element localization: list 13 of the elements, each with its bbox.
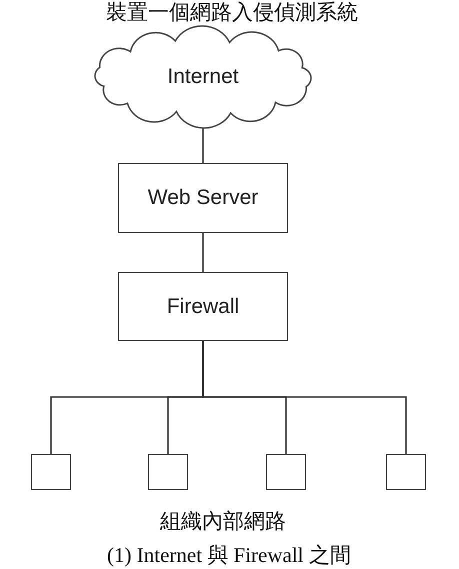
connector-line — [202, 341, 407, 454]
small-box — [148, 454, 188, 490]
question-text: 裝置一個網路入侵偵測系統 — [106, 0, 358, 24]
connector-line — [202, 233, 204, 272]
small-box — [31, 454, 71, 490]
connector-line — [202, 128, 204, 163]
network-caption: 組織內部網路 — [160, 509, 286, 534]
process-box: Web Server — [118, 163, 288, 233]
small-box — [266, 454, 306, 490]
small-box — [386, 454, 426, 490]
cloud-shape: Internet — [95, 26, 311, 128]
process-box: Firewall — [118, 272, 288, 341]
option-text: (1) Internet 與 Firewall 之間 — [107, 543, 351, 568]
